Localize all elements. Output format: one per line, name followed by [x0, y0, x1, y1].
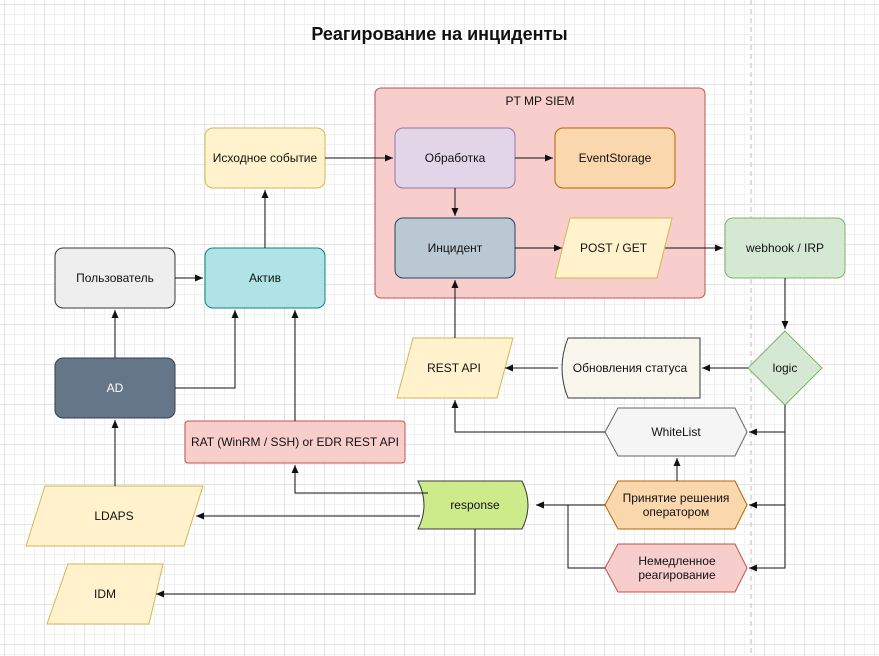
idm-node[interactable]	[46, 563, 164, 625]
processing-node[interactable]	[394, 127, 516, 189]
user-node[interactable]	[54, 247, 176, 309]
webhook-node[interactable]	[724, 217, 846, 279]
asset-node[interactable]	[204, 247, 326, 309]
edge-ad-to-asset	[175, 310, 239, 389]
ad-node[interactable]	[54, 357, 176, 419]
immediate-response-node[interactable]	[604, 543, 748, 593]
edge-logic-to-decision	[749, 432, 786, 509]
whitelist-node[interactable]	[604, 407, 748, 457]
response-node[interactable]	[417, 480, 529, 530]
ldaps-node[interactable]	[25, 485, 204, 547]
edge-response-to-rat	[291, 465, 428, 494]
post-get-node[interactable]	[554, 217, 673, 279]
event-storage-node[interactable]	[554, 127, 676, 189]
source-event-node[interactable]	[204, 127, 326, 189]
edge-immediate-to-response	[536, 501, 605, 569]
status-update-node[interactable]	[561, 337, 701, 399]
edge-logic-to-immediate	[749, 505, 786, 572]
edge-response-to-idm	[156, 529, 476, 598]
diagram-title: Реагирование на инциденты	[311, 24, 568, 44]
edge-whitelist-to-restapi	[451, 400, 605, 433]
rest-api-node[interactable]	[396, 337, 514, 399]
rat-node[interactable]	[184, 420, 406, 464]
edge-logic-to-whitelist	[749, 405, 786, 436]
incident-node[interactable]	[394, 217, 516, 279]
logic-node[interactable]	[747, 330, 823, 406]
operator-decision-node[interactable]	[604, 480, 748, 530]
